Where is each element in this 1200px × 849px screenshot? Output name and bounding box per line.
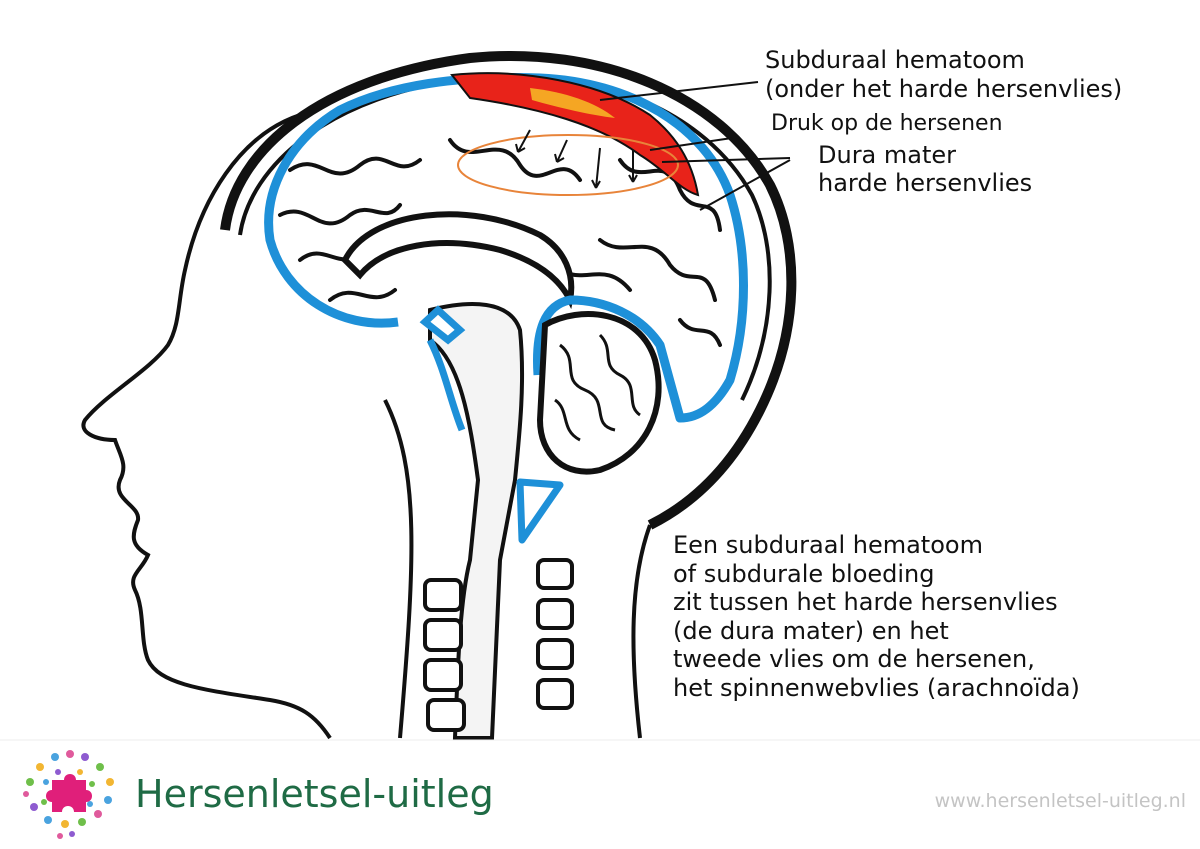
description-line: tweede vlies om de hersenen, — [673, 645, 1035, 673]
label-dura-mater: Dura mater harde hersenvlies — [818, 141, 1032, 197]
pressure-zone-ellipse — [457, 134, 679, 196]
description-line: of subdurale bloeding — [673, 559, 935, 588]
face-profile — [81, 113, 332, 740]
label-line: harde hersenvlies — [818, 169, 1033, 197]
label-line: Dura mater — [818, 141, 957, 169]
label-line: Subduraal hematoom — [765, 46, 1025, 74]
cerebellum-folia — [554, 333, 641, 442]
neck-back-outline — [631, 524, 652, 739]
neck-front-outline — [383, 399, 414, 739]
leader-lines — [599, 81, 791, 211]
label-subduraal-hematoom: Subduraal hematoom (onder het harde hers… — [765, 46, 1122, 104]
dura-mater-line[interactable] — [264, 72, 748, 423]
spinal-dura-triangle — [516, 478, 564, 544]
pressure-arrows — [515, 129, 638, 189]
description-line: zit tussen het harde hersenvlies — [673, 588, 1058, 616]
puzzle-piece-icon — [46, 774, 92, 812]
description-line: (de dura mater) en het — [673, 616, 949, 645]
cerebellum — [536, 311, 662, 475]
brain-logo-icon — [23, 750, 114, 839]
clivus-dura — [426, 338, 466, 432]
skull-outline — [220, 50, 797, 530]
vertebrae — [423, 558, 574, 732]
hematoma[interactable] — [450, 72, 700, 197]
hematoma-core — [530, 88, 615, 118]
description-line: Een subduraal hematoom — [673, 531, 983, 559]
website-url[interactable]: www.hersenletsel-uitleg.nl — [934, 790, 1186, 812]
label-druk-op-de-hersenen: Druk op de hersenen — [771, 111, 1003, 136]
brainstem — [428, 302, 525, 740]
brand-name: Hersenletsel-uitleg — [135, 772, 494, 816]
corpus-callosum — [341, 211, 575, 310]
description-text: Een subduraal hematoom of subdurale bloe… — [673, 531, 1080, 702]
label-line: (onder het harde hersenvlies) — [765, 75, 1123, 103]
description-line: het spinnenwebvlies (arachnoïda) — [673, 673, 1080, 702]
pituitary-dura — [419, 305, 466, 345]
logo-dots — [23, 750, 114, 839]
